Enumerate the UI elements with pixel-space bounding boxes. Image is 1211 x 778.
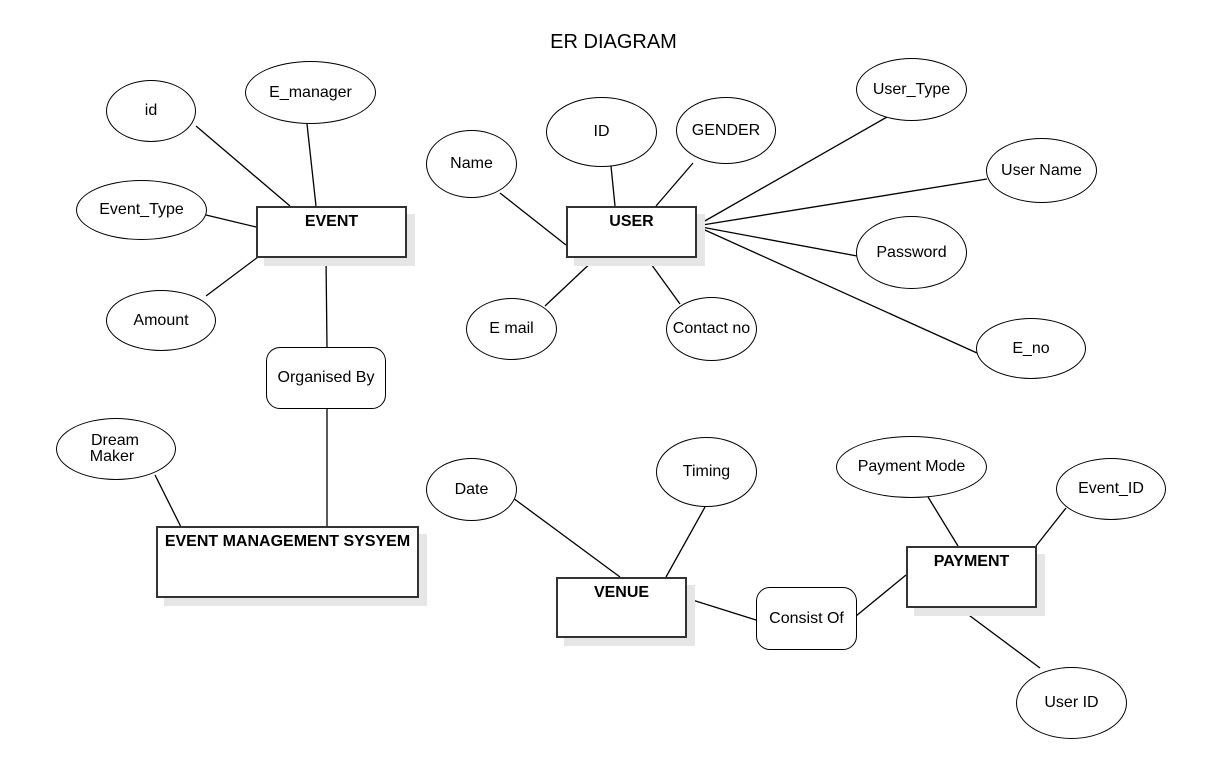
edge-user-gender [655,162,694,207]
edge-event-amount [205,256,259,297]
attr-payment-mode: Payment Mode [836,436,987,498]
entity-venue: VENUE [556,577,687,638]
attr-ems-maker-line: Maker [89,448,135,465]
edge-user-id [610,165,616,207]
edge-user-contact [645,256,681,305]
attr-venue-date: Date [426,458,517,521]
edge-user-eno [695,225,978,354]
attr-payment-user-id: User ID [1016,667,1127,739]
attr-payment-event-id: Event_ID [1056,458,1166,520]
attr-event-type: Event_Type [76,180,207,240]
edge-event-organised [325,256,328,349]
attr-event-manager: E_manager [245,61,376,124]
edge-venue-date [512,497,621,578]
edge-venue-consist [685,597,757,621]
edge-consist-payment [855,574,907,617]
edge-user-email [544,256,598,307]
edge-event-id [195,125,291,207]
edge-event-type [205,214,257,228]
attr-ems-dream-line: Dream [90,432,139,449]
attr-user-email: E mail [466,298,557,360]
attr-ems-dream-maker: Dream Maker [56,418,176,480]
relationship-organised-by: Organised By [266,347,386,409]
attr-user-eno: E_no [976,318,1086,379]
edge-event-manager [306,123,317,207]
edge-user-password [695,225,858,257]
attr-event-amount: Amount [106,290,216,351]
edge-payment-eventid [1035,507,1067,547]
edge-payment-userid [957,606,1041,669]
attr-user-contact: Contact no [666,297,757,361]
attr-user-type: User_Type [856,58,967,121]
attr-user-username: User Name [986,138,1097,203]
edge-user-username [695,178,988,227]
attr-user-id: ID [546,97,657,167]
edge-payment-mode [927,496,959,547]
edge-user-name [499,192,567,246]
edge-ems-dream [154,474,182,528]
diagram-title: ER DIAGRAM [550,31,677,53]
edge-venue-timing [665,506,706,578]
attr-event-id: id [106,80,196,142]
attr-user-gender: GENDER [676,97,776,164]
edge-user-type [695,116,888,227]
entity-event-management-system: EVENT MANAGEMENT SYSYEM [156,526,419,598]
attr-venue-timing: Timing [656,437,757,507]
entity-event: EVENT [256,206,407,258]
relationship-consist-of: Consist Of [756,587,857,650]
entity-user: USER [566,206,697,258]
attr-user-password: Password [856,216,967,289]
entity-payment: PAYMENT [906,546,1037,608]
attr-user-name: Name [426,130,517,198]
